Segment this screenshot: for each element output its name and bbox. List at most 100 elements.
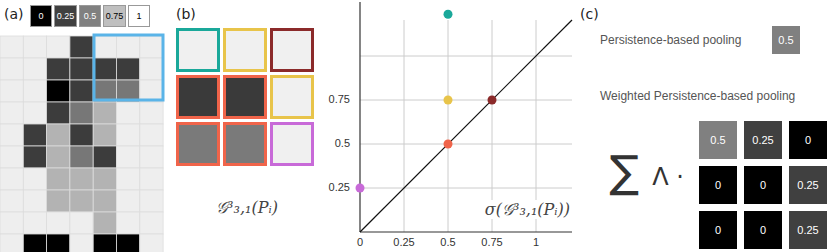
patch-pixel [272,124,313,165]
pixel [47,168,70,190]
pixel [93,102,116,124]
method-label: Persistence-based pooling [600,33,741,47]
panel-label: (a) [4,6,24,22]
pixel [0,190,23,212]
pixel [0,146,23,168]
pixel [0,80,23,102]
pixel [0,58,23,80]
patch-pixel [178,124,219,165]
pixel [117,36,140,58]
patch-highlight [94,35,163,100]
tick-label: 0.25 [393,236,414,248]
grid-line [360,100,572,101]
pixel [70,80,93,102]
pixel [140,190,163,212]
legend-text: 0.25 [57,11,75,21]
pixel [0,36,23,58]
legend-text: 0.75 [106,11,124,21]
math-label: 𝒢³₃,₁(Pᵢ) [216,198,278,217]
pixel [23,168,46,190]
pixel [117,58,140,80]
grid-line [360,56,572,57]
weight-cell: 0 [743,210,783,250]
patch-pixel [178,30,219,71]
method-label-text: Persistence-based pooling [600,33,741,47]
pixel [70,58,93,80]
math-label-text: σ(𝒢³₃,₁(Pᵢ)) [485,200,570,219]
panel-label: (c) [580,6,599,22]
cell-value: 0 [715,224,721,236]
pixel [70,102,93,124]
weight-cell: 0 [788,120,828,160]
weight-cell: 0.25 [788,210,828,250]
patch-pixel [225,124,266,165]
pixel [140,212,163,234]
weight-cell: 0 [698,165,738,205]
pixel [117,234,140,252]
cell-value: 0.5 [710,134,725,146]
weight-cell: 0.5 [698,120,738,160]
tick-label-text: 0.75 [481,236,502,248]
pixel [93,190,116,212]
pixel [117,102,140,124]
pixel [140,146,163,168]
math-label: σ(𝒢³₃,₁(Pᵢ)) [483,200,572,219]
pixel [93,124,116,146]
legend-swatch: 0 [30,5,52,27]
cell-value: 0 [760,224,766,236]
pixel [140,124,163,146]
pixel [70,124,93,146]
pixel [47,58,70,80]
tick-label-text: 0.25 [329,181,350,193]
grid-line [448,20,449,232]
pixel [23,124,46,146]
method-label: Weighted Persistence-based pooling [600,89,795,103]
pixel [23,190,46,212]
pixel [0,124,23,146]
panel-label-text: (c) [580,6,599,22]
pixel [23,80,46,102]
pixel [140,58,163,80]
pixel [23,102,46,124]
pixel [47,124,70,146]
pixel [117,168,140,190]
legend-swatch: 0.5 [79,5,101,27]
pixel [93,212,116,234]
weight-symbol-text: Λ · [652,163,684,191]
grid-line [360,188,572,189]
pixel [0,168,23,190]
tick-label: 0.5 [440,236,455,248]
panel-label-text: (a) [4,6,24,22]
pixel [140,102,163,124]
tick-label: 1 [533,236,539,248]
weight-cell: 0 [743,165,783,205]
patch-pixel [272,30,313,71]
tick-label: 0.5 [335,137,350,149]
pixel [140,36,163,58]
tick-label-text: 0.5 [335,137,350,149]
pooled-value: 0.5 [772,26,800,54]
tick-label-text: 0.5 [440,236,455,248]
pixel [47,36,70,58]
persistence-point [488,96,497,105]
pixel [47,146,70,168]
tick-label-text: 1 [533,236,539,248]
panel-label: (b) [176,6,196,22]
pixel [23,36,46,58]
cell-value: 0 [715,179,721,191]
pixel [23,146,46,168]
patch-pixel [225,77,266,118]
legend-text: 1 [136,11,141,21]
patch-pixel [225,30,266,71]
tick-label: 0 [357,236,363,248]
weight-symbol: Λ · [652,165,684,189]
grid-line [404,20,405,232]
y-axis [359,2,360,232]
legend-swatch: 0.75 [103,5,126,27]
pixel [47,80,70,102]
pixel [93,146,116,168]
method-label-text: Weighted Persistence-based pooling [600,89,795,103]
cell-value: 0 [760,179,766,191]
